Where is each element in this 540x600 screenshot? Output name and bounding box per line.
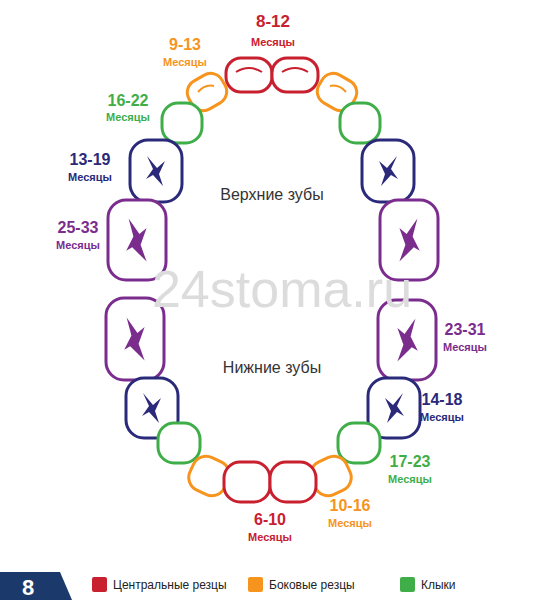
tooth	[270, 462, 316, 502]
month-range: 10-16	[330, 497, 371, 515]
month-range: 8-12	[256, 13, 290, 32]
month-range: 23-31	[445, 321, 486, 339]
tooth	[130, 140, 182, 202]
months-word: Месяцы	[56, 239, 100, 251]
legend-text: Боковые резцы	[269, 578, 355, 592]
months-word: Месяцы	[106, 111, 150, 123]
month-range: 13-19	[70, 151, 111, 169]
tooth	[340, 103, 380, 143]
months-word: Месяцы	[251, 36, 295, 48]
months-word: Месяцы	[388, 473, 432, 485]
months-word: Месяцы	[248, 531, 292, 543]
page-badge	[0, 572, 72, 600]
month-range: 25-33	[58, 219, 99, 237]
legend-swatch	[248, 577, 263, 592]
tooth	[158, 423, 200, 463]
month-range: 9-13	[169, 36, 201, 54]
month-range: 6-10	[254, 511, 286, 529]
month-range: 17-23	[390, 453, 431, 471]
months-word: Месяцы	[163, 56, 207, 68]
watermark: 24stoma.ru	[152, 261, 412, 318]
legend-swatch	[400, 577, 415, 592]
badge-number: 8	[22, 576, 34, 600]
month-range: 16-22	[108, 92, 149, 110]
legend-swatch	[92, 577, 107, 592]
tooth	[338, 423, 380, 463]
month-range: 14-18	[422, 391, 463, 409]
legend-item: Боковые резцы	[248, 577, 355, 592]
jaw-label: Нижние зубы	[223, 359, 321, 377]
months-word: Месяцы	[420, 411, 464, 423]
months-word: Месяцы	[328, 517, 372, 529]
tooth	[362, 140, 414, 202]
tooth	[226, 58, 272, 92]
months-word: Месяцы	[68, 171, 112, 183]
legend-item: Клыки	[400, 577, 456, 592]
legend-item: Центральные резцы	[92, 577, 227, 592]
jaw-label: Верхние зубы	[220, 186, 323, 204]
months-word: Месяцы	[443, 341, 487, 353]
legend-text: Клыки	[421, 578, 456, 592]
tooth	[162, 103, 202, 143]
legend-text: Центральные резцы	[113, 578, 227, 592]
tooth	[272, 58, 318, 92]
tooth	[224, 462, 270, 502]
